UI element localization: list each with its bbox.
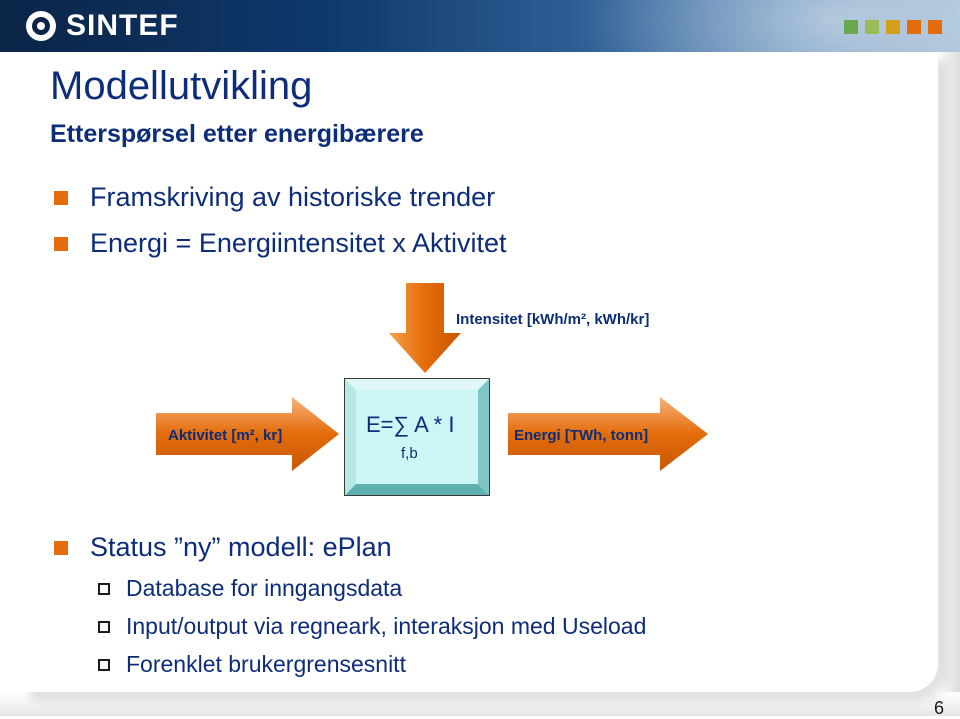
formula-main: E=∑ A * I (366, 412, 455, 437)
formula-text: E=∑ A * I f,b (366, 412, 455, 462)
square-outline-bullet-icon (98, 582, 110, 595)
side-shade (938, 52, 960, 716)
bullet-text: Framskriving av historiske trender (90, 182, 496, 212)
logo-text: SINTEF (66, 9, 179, 42)
bullet-item: Status ”ny” modell: ePlan (54, 532, 392, 563)
slide-panel (22, 52, 938, 692)
square-outline-bullet-icon (98, 620, 110, 633)
bullet-text: Energi = Energiintensitet x Aktivitet (90, 228, 507, 258)
sub-bullet-item: Database for inngangsdata (98, 575, 402, 602)
page-number: 6 (934, 698, 945, 718)
output-arrow-icon (508, 397, 708, 471)
slide-subtitle: Etterspørsel etter energibærere (50, 120, 424, 148)
bottom-shade (0, 692, 960, 716)
header-square (865, 20, 879, 34)
orange-square-bullet-icon (54, 190, 68, 205)
activity-arrow-icon (156, 397, 339, 471)
sub-bullet-item: Input/output via regneark, interaksjon m… (98, 613, 646, 640)
slide-title: Modellutvikling (50, 64, 313, 108)
square-outline-bullet-icon (98, 658, 110, 671)
formula-subscript: f,b (401, 445, 418, 462)
sub-bullet-text: Database for inngangsdata (126, 575, 403, 601)
intensity-label: Intensitet [kWh/m², kWh/kr] (456, 311, 650, 328)
sintef-logo-icon (26, 11, 56, 41)
sub-bullet-text: Forenklet brukergrensesnitt (126, 651, 406, 677)
header-squares (844, 20, 942, 34)
orange-square-bullet-icon (54, 540, 68, 555)
formula-box (344, 378, 490, 496)
header-square (907, 20, 921, 34)
header-square (844, 20, 858, 34)
orange-square-bullet-icon (54, 236, 68, 251)
bullet-item: Framskriving av historiske trender (54, 182, 495, 213)
bullet-text: Status ”ny” modell: ePlan (90, 532, 392, 562)
header-square (928, 20, 942, 34)
sintef-logo: SINTEF (26, 9, 179, 43)
bullet-item: Energi = Energiintensitet x Aktivitet (54, 228, 506, 259)
sub-bullet-item: Forenklet brukergrensesnitt (98, 651, 406, 678)
activity-label: Aktivitet [m², kr] (168, 427, 283, 444)
sub-bullet-text: Input/output via regneark, interaksjon m… (126, 613, 647, 639)
header-square (886, 20, 900, 34)
output-label: Energi [TWh, tonn] (514, 427, 649, 444)
header-bar: SINTEF (0, 0, 960, 52)
intensity-arrow-icon (389, 283, 461, 373)
